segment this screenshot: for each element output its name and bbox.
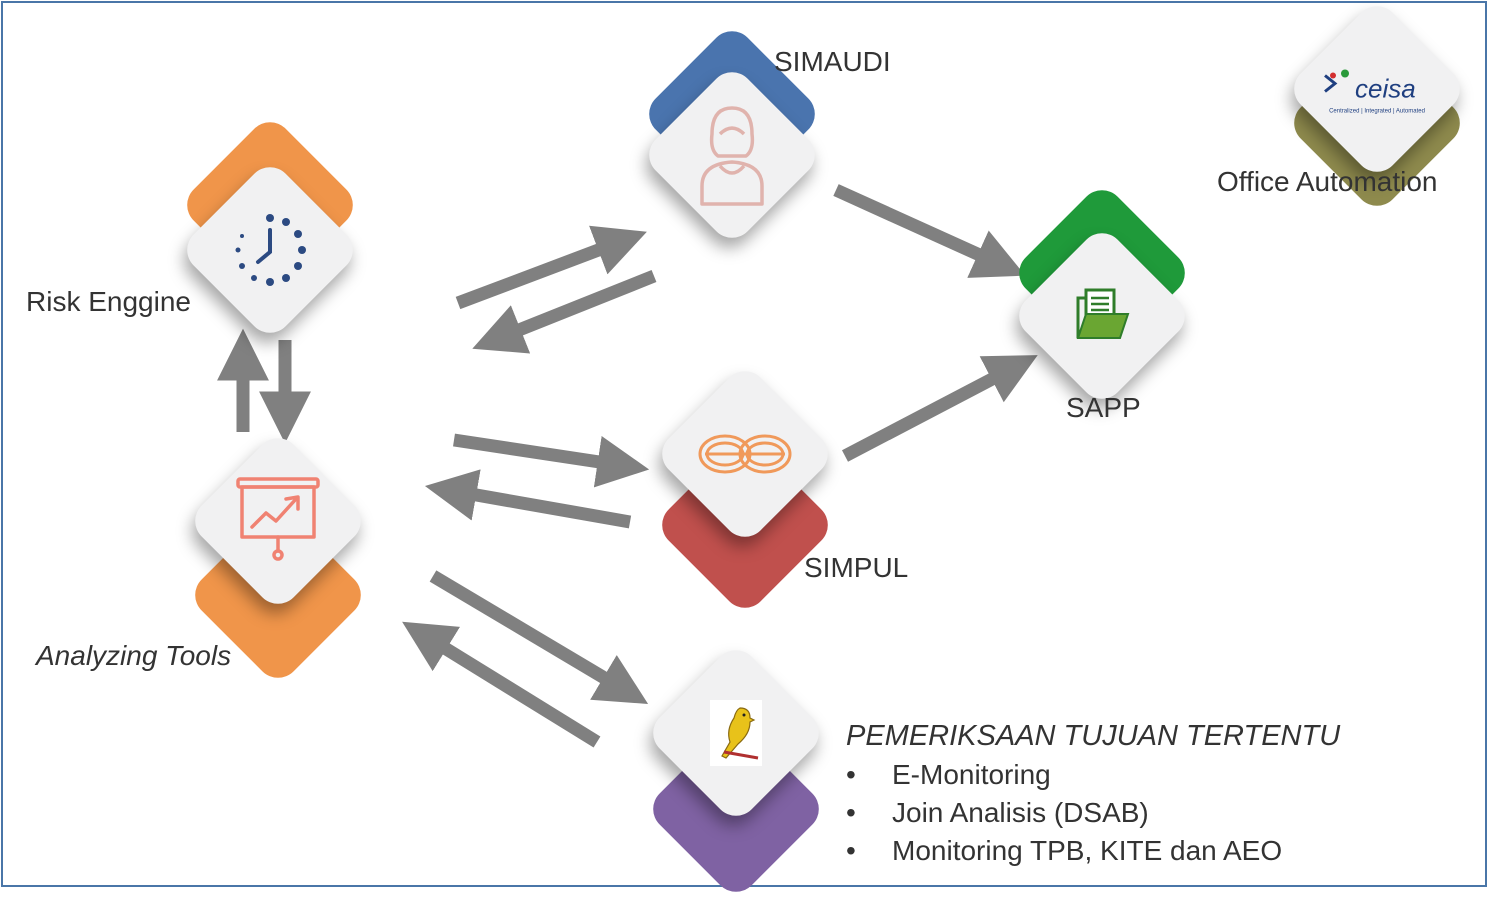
person-icon xyxy=(700,106,764,206)
bullet: • xyxy=(846,797,856,828)
list-item: • Monitoring TPB, KITE dan AEO xyxy=(846,835,1340,873)
analyzing-tools-label: Analyzing Tools xyxy=(36,640,232,671)
list-item-text: Join Analisis (DSAB) xyxy=(892,797,1149,828)
simpul-label: SIMPUL xyxy=(804,552,909,583)
arrow-to-simaudi xyxy=(455,225,647,310)
folder-documents-icon xyxy=(1076,288,1130,339)
arrow-from-simpul xyxy=(424,469,632,529)
node-analyzing-tools[interactable] xyxy=(163,429,393,687)
office-automation-label: Office Automation xyxy=(1217,166,1438,197)
node-simpul[interactable] xyxy=(630,362,860,617)
arrow-simpul-to-sapp xyxy=(841,355,1038,462)
arrow-from-pemeriksaan xyxy=(402,621,601,748)
risk-engine-label: Risk Enggine xyxy=(26,286,191,317)
node-simaudi[interactable] xyxy=(617,22,847,276)
presentation-chart-icon xyxy=(236,477,320,561)
arrow-simaudi-to-sapp xyxy=(833,184,1026,278)
clock-icon xyxy=(235,214,306,286)
arrow-from-simaudi xyxy=(472,269,657,354)
bullet: • xyxy=(846,759,856,790)
ceisa-logo-tagline: Centralized | Integrated | Automated xyxy=(1329,108,1425,115)
node-tile xyxy=(644,641,828,825)
simaudi-label: SIMAUDI xyxy=(774,46,891,77)
ceisa-logo-text: ceisa xyxy=(1355,74,1416,104)
list-item-text: E-Monitoring xyxy=(892,759,1051,790)
arrow-to-simpul xyxy=(453,433,650,488)
node-office-automation[interactable]: ceisa Centralized | Integrated | Automat… xyxy=(1262,0,1488,240)
pemeriksaan-list: PEMERIKSAAN TUJUAN TERTENTU • E-Monitorin… xyxy=(846,720,1340,873)
node-tile xyxy=(186,429,370,613)
canary-bird-icon xyxy=(710,700,762,766)
node-tile xyxy=(640,63,824,247)
list-item: • E-Monitoring xyxy=(846,759,1340,797)
node-tile: ceisa Centralized | Integrated | Automat… xyxy=(1285,0,1469,181)
node-pemeriksaan[interactable] xyxy=(621,641,851,901)
list-item: • Join Analisis (DSAB) xyxy=(846,797,1340,835)
arrow-to-pemeriksaan xyxy=(429,570,649,704)
list-item-text: Monitoring TPB, KITE dan AEO xyxy=(892,835,1283,866)
node-tile xyxy=(178,158,362,342)
bullet: • xyxy=(846,835,856,866)
node-tile xyxy=(653,362,837,546)
node-risk-engine[interactable] xyxy=(155,113,385,350)
node-tile xyxy=(1010,224,1194,408)
knot-icon xyxy=(698,434,792,474)
ceisa-logo-icon: ceisa Centralized | Integrated | Automat… xyxy=(1317,64,1437,115)
node-sapp[interactable] xyxy=(987,181,1217,435)
pemeriksaan-title: PEMERIKSAAN TUJUAN TERTENTU xyxy=(846,720,1341,752)
sapp-label: SAPP xyxy=(1066,392,1141,423)
